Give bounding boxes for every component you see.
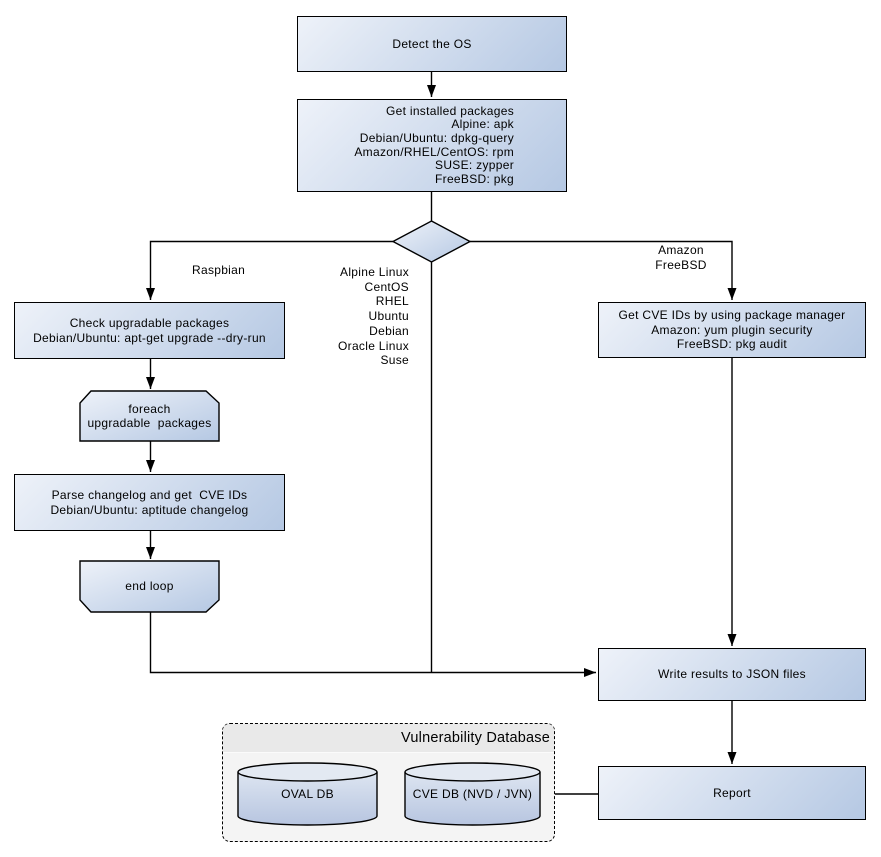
node-detect-os: Detect the OS: [297, 16, 567, 72]
node-get-cve-ids-label: Get CVE IDs by using package manager Ama…: [618, 308, 846, 352]
node-write-results: Write results to JSON files: [598, 648, 866, 701]
node-foreach-loop-label: foreach upgradable packages: [87, 401, 212, 431]
node-oval-db-label: OVAL DB: [281, 786, 334, 801]
node-report: Report: [598, 766, 866, 820]
edge-endloop-to-write-results: [149, 612, 596, 677]
edge-decision-to-get-cve-ids: [470, 240, 737, 300]
node-parse-changelog: Parse changelog and get CVE IDs Debian/U…: [14, 474, 285, 531]
oval-db-cylinder-top: [237, 762, 378, 782]
node-cve-db-label: CVE DB (NVD / JVN): [412, 786, 533, 801]
foreach-loop-shape: [79, 390, 220, 442]
node-end-loop-label: end loop: [125, 579, 174, 594]
node-foreach-loop: foreach upgradable packages: [80, 392, 219, 440]
node-detect-os-label: Detect the OS: [392, 36, 472, 51]
vulnerability-database-titlebar: Vulnerability Database: [223, 724, 554, 753]
os-decision-diamond: [391, 220, 472, 263]
node-cve-db: CVE DB (NVD / JVN): [405, 785, 540, 803]
edge-decision-to-check-upgradable: [146, 240, 393, 300]
node-report-label: Report: [713, 785, 751, 800]
node-parse-changelog-label: Parse changelog and get CVE IDs Debian/U…: [50, 488, 249, 517]
node-end-loop: end loop: [80, 561, 219, 612]
edge-label-os-list: Alpine Linux CentOS RHEL Ubuntu Debian O…: [338, 265, 409, 368]
edge-label-raspbian: Raspbian: [192, 263, 246, 277]
node-get-cve-ids: Get CVE IDs by using package manager Ama…: [598, 302, 866, 358]
vulnerability-database-title: Vulnerability Database: [401, 730, 550, 746]
node-check-upgradable-label: Check upgradable packages Debian/Ubuntu:…: [33, 316, 266, 345]
end-loop-shape: [79, 560, 220, 613]
node-write-results-label: Write results to JSON files: [658, 667, 806, 682]
cve-db-cylinder-top: [404, 762, 541, 782]
node-get-installed-packages-label: Get installed packages Alpine: apk Debia…: [354, 103, 514, 186]
node-check-upgradable: Check upgradable packages Debian/Ubuntu:…: [14, 302, 285, 359]
cve-db-cylinder-body: [404, 772, 541, 826]
edge-label-amazon-freebsd: Amazon FreeBSD: [655, 243, 707, 272]
oval-db-cylinder-body: [237, 772, 378, 826]
node-oval-db: OVAL DB: [238, 785, 377, 803]
node-get-installed-packages: Get installed packages Alpine: apk Debia…: [297, 99, 567, 192]
